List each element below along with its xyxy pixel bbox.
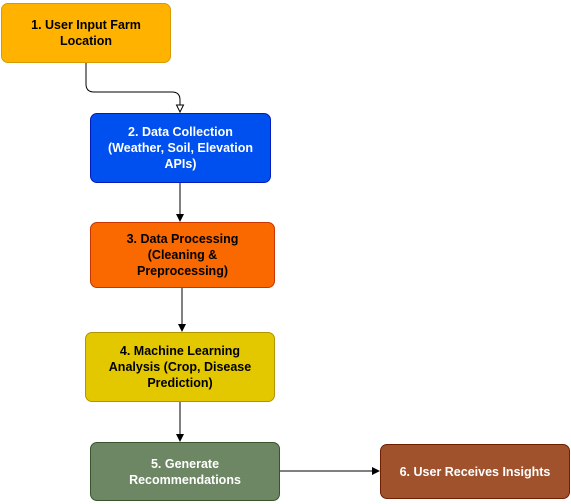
node-label: 6. User Receives Insights (399, 464, 551, 479)
node-generate-recommendations[interactable]: 5. Generate Recommendations (90, 442, 280, 501)
node-data-collection[interactable]: 2. Data Collection (Weather, Soil, Eleva… (90, 113, 271, 183)
node-machine-learning-analysis[interactable]: 4. Machine Learning Analysis (Crop, Dise… (85, 332, 275, 402)
node-label: 1. User Input Farm Location (31, 18, 141, 48)
node-label: 5. Generate Recommendations (129, 456, 241, 487)
node-user-input-farm-location[interactable]: 1. User Input Farm Location (1, 3, 171, 63)
node-data-processing[interactable]: 3. Data Processing (Cleaning & Preproces… (90, 222, 275, 288)
node-label: 4. Machine Learning Analysis (Crop, Dise… (108, 344, 252, 390)
node-label: 2. Data Collection (Weather, Soil, Eleva… (108, 125, 253, 171)
node-user-receives-insights[interactable]: 6. User Receives Insights (380, 444, 570, 499)
node-label: 3. Data Processing (Cleaning & Preproces… (126, 232, 239, 278)
edge-1-to-2 (85, 63, 180, 112)
